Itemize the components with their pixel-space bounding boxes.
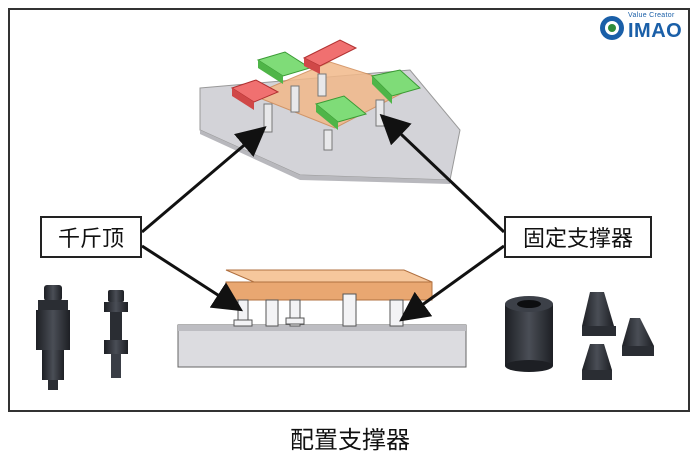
bottom-fixture-workpiece bbox=[225, 269, 433, 301]
bottom-fixture-base-plate bbox=[177, 324, 467, 368]
jack-label-text: 千斤顶 bbox=[57, 227, 124, 252]
fixed-support-label-text: 固定支撑器 bbox=[522, 227, 633, 252]
logo-tagline: Value Creator bbox=[628, 12, 675, 19]
bottom-jack-supports bbox=[233, 299, 305, 327]
top-red-clamps bbox=[230, 39, 358, 110]
imao-logo-mark bbox=[600, 16, 624, 40]
fixed-support-cones bbox=[582, 292, 654, 380]
imao-logo: Value Creator IMAO bbox=[598, 12, 684, 42]
jack-product-large bbox=[36, 285, 70, 390]
logo-brand: IMAO bbox=[628, 20, 683, 42]
top-green-clamps bbox=[256, 51, 422, 130]
jack-product-small bbox=[104, 290, 128, 378]
arrows bbox=[141, 113, 506, 322]
fixed-support-cylinder bbox=[505, 296, 553, 372]
jack-label: 千斤顶 bbox=[40, 216, 142, 258]
figure-caption: 配置支撑器 bbox=[290, 426, 410, 454]
top-support-posts bbox=[263, 73, 385, 151]
fixed-support-label: 固定支撑器 bbox=[504, 216, 652, 258]
